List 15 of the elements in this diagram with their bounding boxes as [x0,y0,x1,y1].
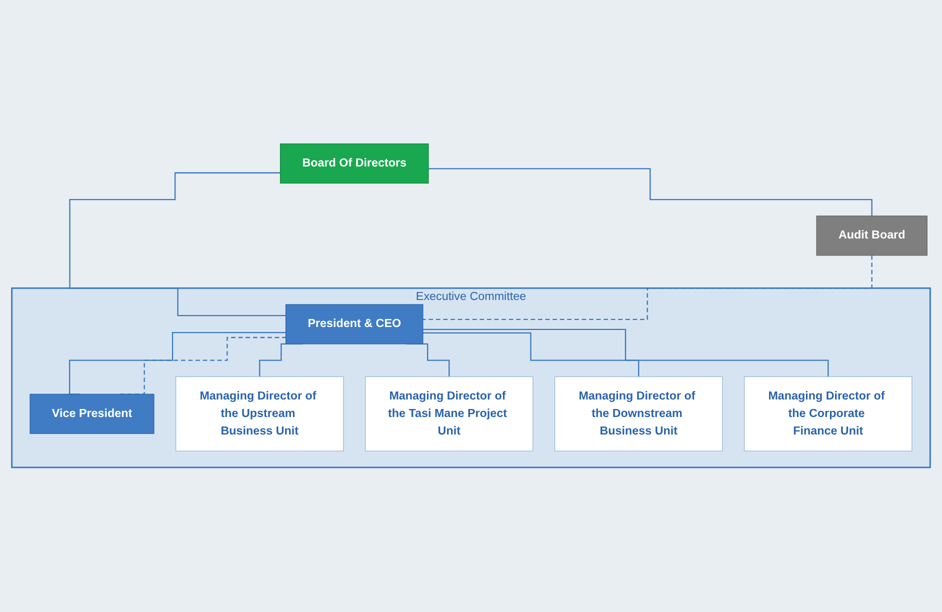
connector [120,337,286,396]
connector [422,332,640,378]
connector [422,255,872,320]
node-box: Managing Director of the Upstream Business Unit [175,376,344,452]
node-box: President & CEO [286,304,424,345]
node-box: Managing Director of the Tasi Mane Project Unit [364,376,534,452]
connector [69,172,286,316]
node-box: Audit Board [816,216,928,256]
node-box: Managing Director of the Downstream Business Unit [554,376,723,452]
connector [69,332,286,396]
node-box: Vice President [30,394,154,434]
node-box: Managing Director of the Corporate Finance Unit [744,376,912,452]
connector [428,168,872,217]
connector [422,329,829,378]
node-box: Board Of Directors [280,144,429,184]
